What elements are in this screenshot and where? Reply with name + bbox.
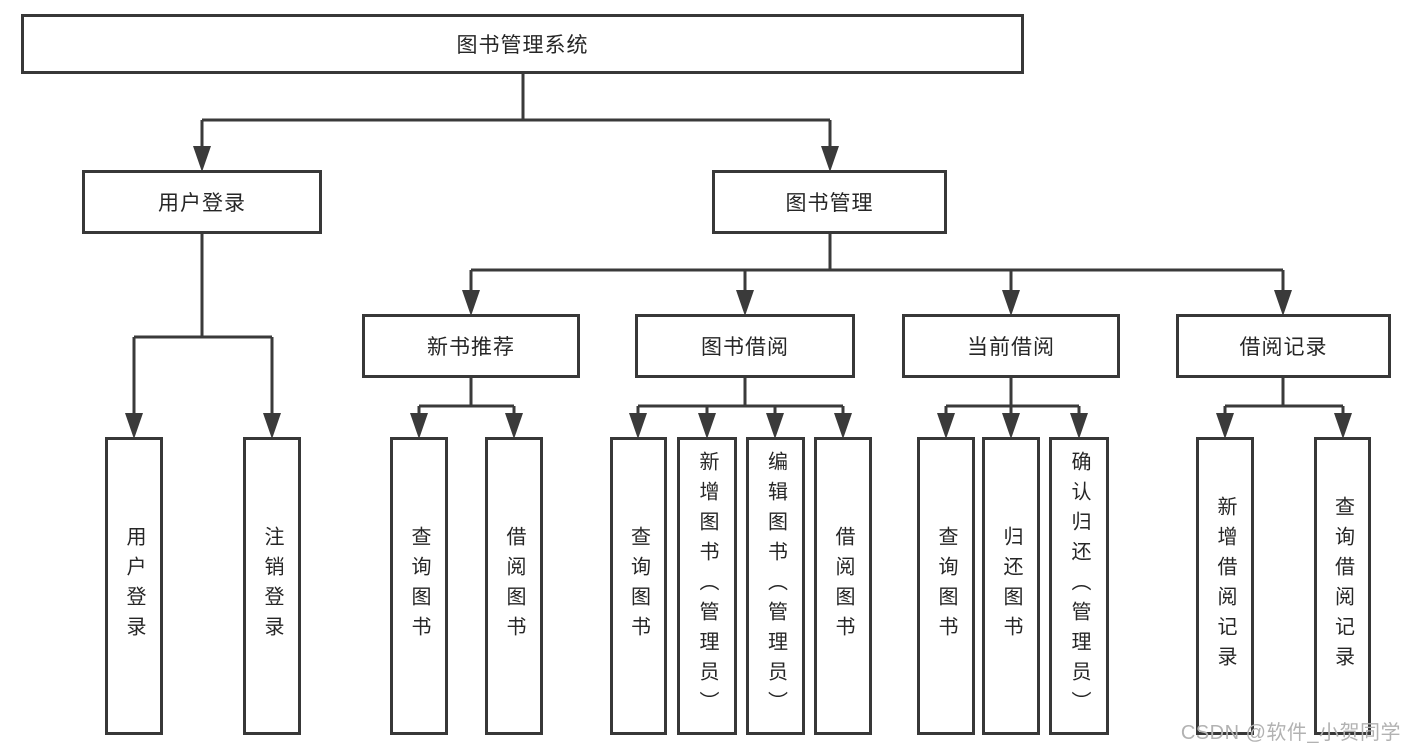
node-label: 归还图书 <box>1000 526 1022 646</box>
node-label: 查询图书 <box>935 526 957 646</box>
node-label: 用户登录 <box>123 526 145 646</box>
leaf-search-books-recommend: 查询图书 <box>390 437 448 735</box>
node-label: 查询图书 <box>627 526 650 646</box>
node-label: 查询借阅记录 <box>1331 496 1354 676</box>
node-label: 借阅图书 <box>832 526 854 646</box>
node-label: 编辑图书（管理员） <box>764 451 787 721</box>
leaf-logout: 注销登录 <box>243 437 301 735</box>
node-label: 新书推荐 <box>427 336 515 359</box>
node-label: 查询图书 <box>408 526 430 646</box>
node-label: 借阅图书 <box>503 526 525 646</box>
leaf-search-borrow-record: 查询借阅记录 <box>1314 437 1371 735</box>
node-label: 当前借阅 <box>967 336 1055 359</box>
node-label: 确认归还（管理员） <box>1068 451 1090 721</box>
leaf-add-books-admin: 新增图书（管理员） <box>677 437 737 735</box>
leaf-search-books-current: 查询图书 <box>917 437 975 735</box>
node-label: 注销登录 <box>261 526 283 646</box>
node-label: 新增借阅记录 <box>1214 496 1236 676</box>
leaf-search-books-borrowing: 查询图书 <box>610 437 667 735</box>
node-current-borrowing: 当前借阅 <box>902 314 1120 378</box>
leaf-borrow-books: 借阅图书 <box>814 437 872 735</box>
leaf-edit-books-admin: 编辑图书（管理员） <box>746 437 805 735</box>
node-label: 新增图书（管理员） <box>696 451 718 721</box>
leaf-add-borrow-record: 新增借阅记录 <box>1196 437 1254 735</box>
leaf-borrow-books-recommend: 借阅图书 <box>485 437 543 735</box>
node-label: 图书管理系统 <box>456 34 589 57</box>
node-user-login: 用户登录 <box>82 170 322 234</box>
leaf-confirm-return-admin: 确认归还（管理员） <box>1049 437 1109 735</box>
node-book-management: 图书管理 <box>712 170 947 234</box>
node-label: 图书管理 <box>785 192 874 215</box>
leaf-return-books: 归还图书 <box>982 437 1040 735</box>
node-borrowing-records: 借阅记录 <box>1176 314 1391 378</box>
node-new-book-recommendation: 新书推荐 <box>362 314 580 378</box>
node-label: 图书借阅 <box>701 336 789 359</box>
node-book-borrowing: 图书借阅 <box>635 314 855 378</box>
csdn-watermark: CSDN @软件_小贺同学 <box>1180 722 1401 744</box>
node-label: 借阅记录 <box>1239 336 1328 359</box>
leaf-user-login: 用户登录 <box>105 437 163 735</box>
node-library-management-system: 图书管理系统 <box>21 14 1024 74</box>
node-label: 用户登录 <box>158 192 246 215</box>
arrowheads <box>125 146 1352 439</box>
